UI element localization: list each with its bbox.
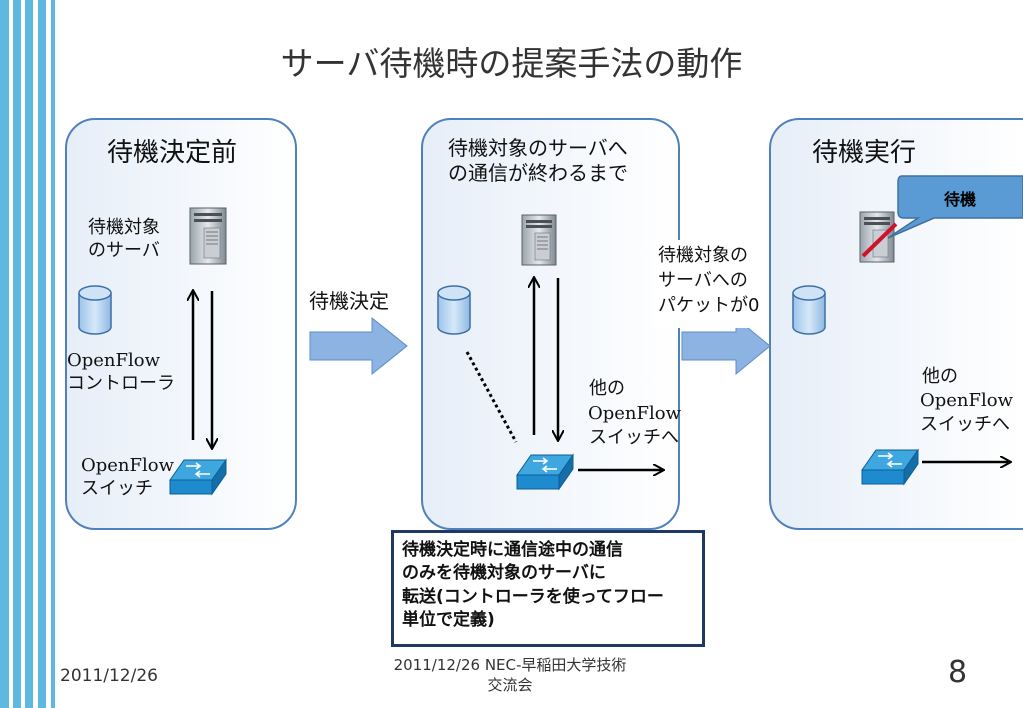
footer-center-line2: 交流会 (487, 676, 533, 694)
note-line-1: 待機決定時に通信途中の通信 (402, 540, 623, 560)
server-label-line2: のサーバ (88, 240, 160, 261)
server-label-line1: 待機対象 (88, 217, 160, 238)
controller-icon (792, 285, 826, 335)
panel-during-title-line2: の通信が終わるまで (448, 161, 628, 185)
transition-arrow-2 (681, 316, 771, 376)
switch-icon (169, 458, 227, 496)
footer-date: 2011/12/26 (60, 666, 158, 686)
controller-icon (78, 285, 112, 335)
switch-label-line1: OpenFlow (81, 455, 175, 476)
side-stripe-5 (51, 0, 55, 708)
server-icon (521, 214, 557, 266)
side-stripe-1 (0, 0, 9, 708)
footer-center-line1: 2011/12/26 NEC-早稲田大学技術 (393, 656, 627, 674)
transition2-label-box (652, 240, 768, 328)
switch-icon (516, 453, 574, 491)
transition2-label-line2: サーバへの (658, 270, 748, 291)
transition2-label-line1: 待機対象の (658, 245, 748, 266)
note-line-3: 転送(コントローラを使ってフロー (402, 586, 664, 607)
other-switch-label-line2: OpenFlow (920, 390, 1014, 411)
slide-title: サーバ待機時の提案手法の動作 (280, 44, 743, 83)
side-stripe-4 (38, 0, 46, 708)
controller-label-line1: OpenFlow (67, 350, 161, 371)
note-box: 待機決定時に通信途中の通信 のみを待機対象のサーバに 転送(コントローラを使って… (391, 530, 705, 647)
callout-bubble (887, 175, 1023, 239)
other-switch-label-line3: スイッチへ (920, 414, 1010, 435)
note-line-4: 単位で定義) (402, 610, 495, 631)
side-stripe-3 (25, 0, 33, 708)
panel-after-title: 待機実行 (812, 138, 917, 168)
other-switch-label-line1: 他の (589, 378, 625, 399)
note-line-2: のみを待機対象のサーバに (402, 563, 606, 584)
panel-during-title-line1: 待機対象のサーバへ (448, 136, 628, 160)
server-icon (189, 207, 227, 265)
switch-label-line2: スイッチ (81, 478, 153, 499)
transition2-label-line3: パケットが0 (658, 295, 760, 316)
controller-icon (437, 285, 471, 335)
other-switch-label-line3: スイッチへ (589, 427, 679, 448)
dotted-line (465, 351, 518, 443)
other-switch-label-line2: OpenFlow (588, 403, 682, 424)
controller-label-line2: コントローラ (67, 373, 175, 394)
switch-icon (861, 448, 919, 486)
callout-label: 待機 (944, 190, 977, 209)
other-switch-label-line1: 他の (922, 366, 958, 387)
transition1-label: 待機決定 (309, 289, 389, 313)
panel-before-title: 待機決定前 (107, 138, 238, 168)
page-number: 8 (948, 655, 968, 690)
side-stripe-2 (13, 0, 21, 708)
transition-arrow-1 (309, 316, 408, 376)
